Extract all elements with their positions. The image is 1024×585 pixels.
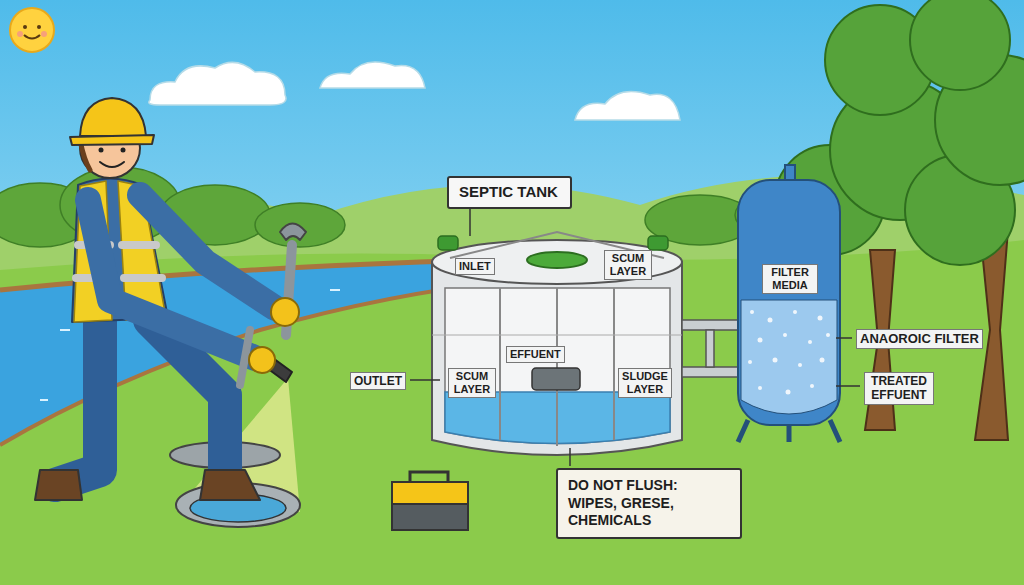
- worker-figure: [35, 98, 306, 500]
- part-label: SCUM LAYER: [448, 368, 496, 398]
- callout-label: ANAOROIC FILTER: [856, 329, 983, 349]
- box-text: SEPTIC TANK: [459, 183, 560, 202]
- part-label: INLET: [455, 258, 495, 275]
- sun: [10, 8, 54, 52]
- septic-tank: [432, 232, 682, 455]
- part-label: EFFUENT: [506, 346, 565, 363]
- leader-lines: [410, 208, 860, 466]
- box-text: DO NOT FLUSH: WIPES, GRESE, CHEMICALS: [568, 477, 728, 530]
- filter-vessel: [738, 165, 840, 442]
- pipes: [682, 320, 740, 377]
- part-label: SCUM LAYER: [604, 250, 652, 280]
- part-label: FILTER MEDIA: [762, 264, 818, 294]
- toolbox: [392, 472, 468, 530]
- part-label: SLUDGE LAYER: [618, 368, 672, 398]
- warning-box: DO NOT FLUSH: WIPES, GRESE, CHEMICALS: [556, 468, 742, 539]
- callout-box: SEPTIC TANK: [447, 176, 572, 209]
- part-label: OUTLET: [350, 372, 406, 390]
- callout-label: TREATED EFFUENT: [864, 372, 934, 405]
